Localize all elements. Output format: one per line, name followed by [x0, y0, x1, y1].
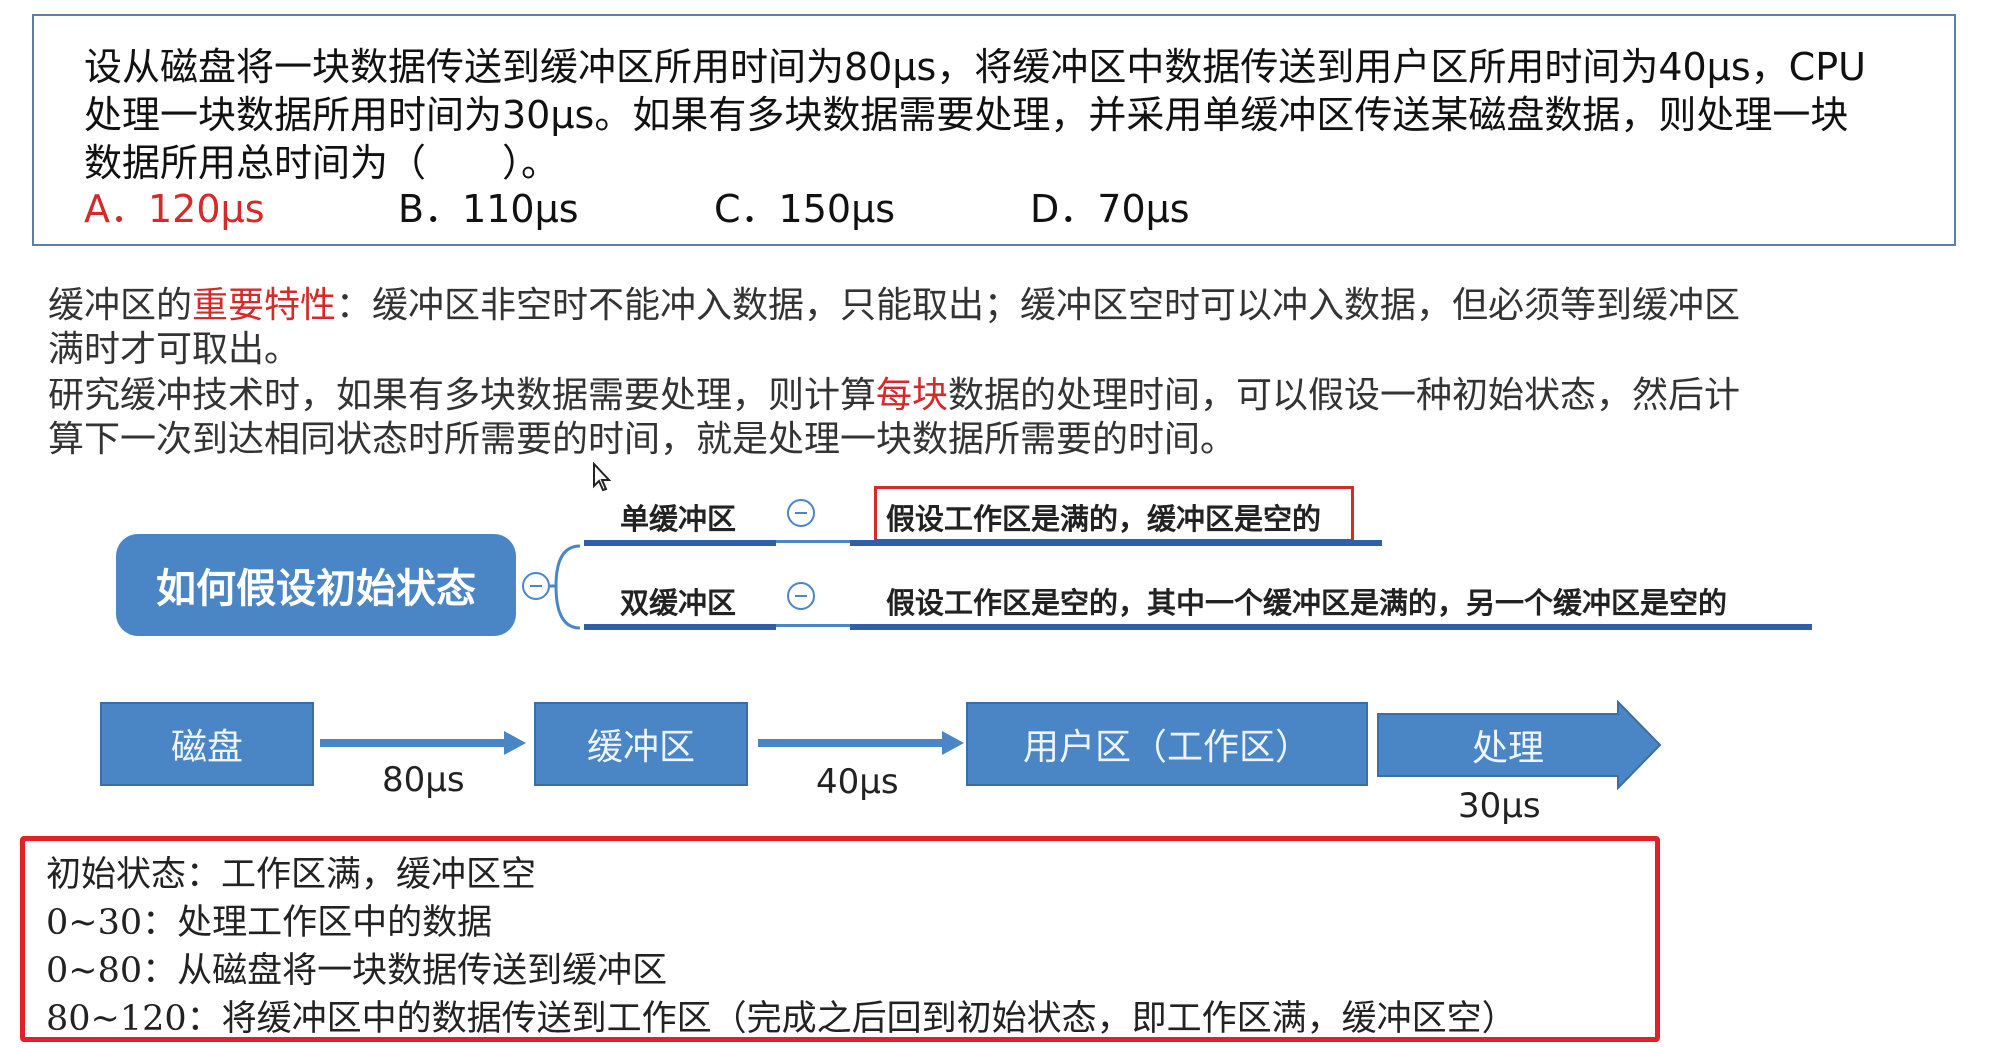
branch-label-double: 双缓冲区	[620, 586, 737, 620]
option-d: D．70μs	[1030, 187, 1190, 231]
branch-underline-single	[584, 540, 776, 546]
connector-line-single	[776, 540, 850, 543]
p1-prefix: 缓冲区的	[48, 285, 193, 326]
explanation-paragraph-1-line-2: 满时才可取出。	[48, 329, 301, 370]
time-label-disk-to-buffer: 80μs	[382, 760, 465, 800]
question-line-2: 处理一块数据所用时间为30μs。如果有多块数据需要处理，并采用单缓冲区传送某磁盘…	[84, 93, 1849, 137]
flow-box-buffer: 缓冲区	[534, 702, 748, 786]
explanation-paragraph-2: 研究缓冲技术时，如果有多块数据需要处理，则计算每块数据的处理时间，可以假设一种初…	[48, 366, 1740, 418]
mindmap-root[interactable]: 如何假设初始状态	[116, 534, 516, 636]
p2-highlight: 每块	[876, 375, 949, 416]
mindmap-connector	[550, 544, 581, 630]
summary-line-1: 初始状态：工作区满，缓冲区空	[46, 855, 537, 895]
summary-line-3: 0~80：从磁盘将一块数据传送到缓冲区	[46, 951, 668, 991]
explanation-paragraph-2-line-2: 算下一次到达相同状态时所需要的时间，就是处理一块数据所需要的时间。	[48, 419, 1237, 460]
flow-arrow-1	[320, 731, 526, 755]
mouse-cursor-icon	[593, 462, 612, 492]
flow-box-disk: 磁盘	[100, 702, 314, 786]
p2-rest: 数据的处理时间，可以假设一种初始状态，然后计	[948, 375, 1741, 416]
question-box	[32, 14, 1956, 246]
option-a: A．120μs	[84, 187, 265, 231]
desc-underline-single	[850, 540, 1382, 546]
connector-line-double	[776, 624, 850, 627]
summary-box	[20, 836, 1660, 1042]
option-b: B．110μs	[398, 187, 579, 231]
p2-prefix: 研究缓冲技术时，如果有多块数据需要处理，则计算	[48, 375, 877, 416]
process-label: 处理	[1471, 728, 1544, 769]
branch-desc-single: 假设工作区是满的，缓冲区是空的	[886, 502, 1322, 536]
option-c: C．150μs	[714, 187, 896, 231]
p1-highlight: 重要特性	[192, 285, 337, 326]
process-arrow-shape	[1377, 700, 1662, 790]
desc-underline-double	[850, 624, 1812, 630]
root-collapse-icon[interactable]	[522, 572, 550, 600]
question-line-1: 设从磁盘将一块数据传送到缓冲区所用时间为80μs，将缓冲区中数据传送到用户区所用…	[84, 45, 1866, 89]
time-label-buffer-to-user: 40μs	[816, 762, 899, 802]
p1-rest: ：缓冲区非空时不能冲入数据，只能取出；缓冲区空时可以冲入数据，但必须等到缓冲区	[336, 285, 1741, 326]
time-label-process: 30μs	[1458, 786, 1541, 826]
branch-underline-double	[584, 624, 776, 630]
summary-line-4: 80~120：将缓冲区中的数据传送到工作区（完成之后回到初始状态，即工作区满，缓…	[46, 999, 1517, 1039]
branch-label-single: 单缓冲区	[620, 502, 737, 536]
flow-box-user-area: 用户区（工作区）	[966, 702, 1368, 786]
explanation-paragraph-1: 缓冲区的重要特性：缓冲区非空时不能冲入数据，只能取出；缓冲区空时可以冲入数据，但…	[48, 276, 1740, 328]
single-collapse-icon[interactable]	[787, 499, 815, 527]
flow-arrow-2	[758, 731, 964, 755]
branch-desc-double: 假设工作区是空的，其中一个缓冲区是满的，另一个缓冲区是空的	[886, 586, 1728, 620]
summary-line-2: 0~30：处理工作区中的数据	[46, 903, 493, 943]
double-collapse-icon[interactable]	[787, 582, 815, 610]
question-line-3: 数据所用总时间为（ ）。	[84, 141, 560, 185]
